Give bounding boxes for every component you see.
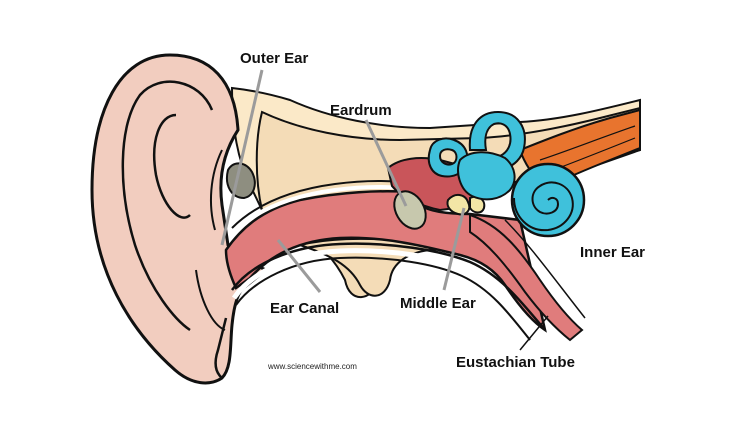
pointer-middle-ear xyxy=(442,207,466,291)
pinna-fold-inner xyxy=(153,113,191,219)
canal-lower-outline xyxy=(235,256,531,341)
pinna-fold-outer xyxy=(121,80,214,332)
pointer-ear-canal xyxy=(276,239,322,293)
vestibule xyxy=(457,151,516,201)
pointer-eustachian-tube xyxy=(519,315,549,351)
pointer-outer-ear xyxy=(220,69,264,246)
label-ear-canal: Ear Canal xyxy=(270,300,340,317)
ossicles xyxy=(446,194,486,216)
eustachian-tube-shape xyxy=(469,213,584,342)
pinna-lobe-curve xyxy=(195,269,226,331)
label-middle-ear: Middle Ear xyxy=(400,295,476,312)
watermark-url: www.sciencewithme.com xyxy=(268,362,357,371)
earlobe-bottom xyxy=(214,317,228,379)
canal-upper-lining xyxy=(230,185,411,236)
cochlea-spiral xyxy=(513,181,574,232)
pinna-fold-concha xyxy=(209,149,223,231)
canal-lower-white xyxy=(231,248,538,336)
canal-lower-lining xyxy=(230,242,546,331)
label-outer-ear: Outer Ear xyxy=(240,50,309,67)
label-inner-ear: Inner Ear xyxy=(580,244,646,261)
label-eardrum: Eardrum xyxy=(330,102,392,119)
label-eustachian-tube: Eustachian Tube xyxy=(456,354,575,371)
pointer-eardrum xyxy=(364,119,408,207)
eustachian-tube-line xyxy=(504,219,586,319)
